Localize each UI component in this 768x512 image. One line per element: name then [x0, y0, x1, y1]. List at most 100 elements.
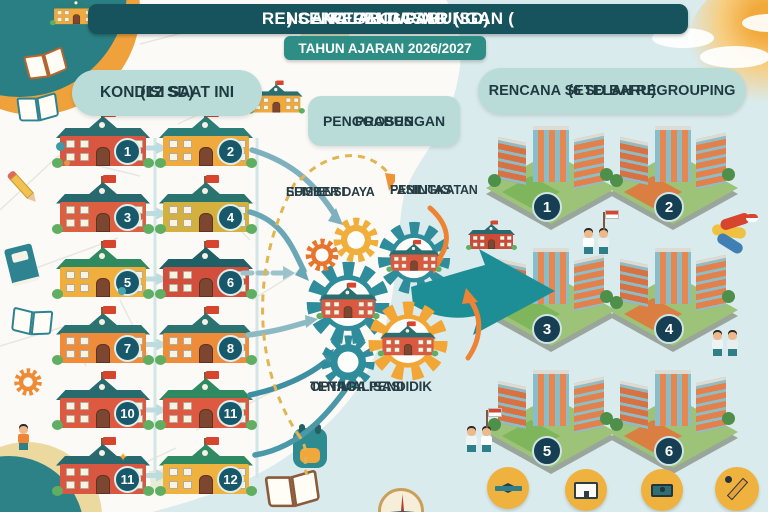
process-gear: [300, 255, 396, 351]
new-school-number-badge: 4: [654, 314, 684, 344]
school-number-badge: 1: [114, 138, 141, 165]
orange-accent-arrows: [400, 180, 520, 390]
new-school-illustration: 2: [608, 118, 738, 230]
gear-school-illustration: [316, 282, 380, 320]
process-gear: [362, 295, 454, 387]
after-regrouping-badge: RENCANA SETELAH REGROUPING (6 SD BARU): [478, 68, 746, 114]
decorative-school-icon: [466, 220, 517, 250]
main-title-banner: RENCANA PENGGABUNGAN (REGROUPING) SEKOLA…: [88, 4, 688, 34]
decorative-dot: [64, 160, 70, 166]
student-figure: [712, 330, 726, 356]
school-building-icon: [565, 469, 607, 511]
school-number-badge: 11: [114, 465, 141, 493]
process-gear: [330, 214, 382, 266]
new-school-illustration: 6: [608, 362, 738, 474]
graduation-cap-icon: [487, 467, 529, 509]
school-number-badge: 4: [217, 203, 244, 231]
sparkle-icon: ✦: [118, 450, 129, 464]
teachers-line1: OPTIMALISASI: [310, 379, 404, 394]
school-illustration: 11: [52, 436, 154, 496]
students-illustration: [712, 330, 752, 360]
facility-line1: PENINGKATAN: [390, 183, 478, 197]
new-school-number-badge: 2: [654, 192, 684, 222]
school-illustration: 5: [52, 239, 154, 299]
school-illustration: 2: [155, 108, 257, 168]
school-illustration: 11: [155, 370, 257, 430]
current-condition-badge: KONDISI SAAT INI (12 SD): [72, 70, 262, 116]
pencil-activity-icon: [715, 467, 759, 511]
process-gear: [317, 331, 379, 393]
student-figure: [18, 424, 32, 450]
gear-icon: [12, 366, 44, 398]
process-gear: [303, 236, 341, 274]
indonesia-flag-icon: [488, 408, 502, 417]
gear-school-illustration: [377, 321, 439, 357]
school-illustration: 6: [155, 239, 257, 299]
student-figure: [727, 330, 741, 356]
new-school-number-badge: 1: [532, 192, 562, 222]
school-number-badge: 6: [217, 269, 244, 296]
school-illustration: 7: [52, 305, 154, 365]
current-condition-subheading: (12 SD): [140, 84, 194, 102]
title-italic-text: REGROUPING: [328, 9, 448, 28]
school-number-badge: 8: [217, 334, 244, 362]
school-illustration: 10: [52, 370, 154, 430]
new-school-number-badge: 6: [654, 436, 684, 466]
school-illustration: 8: [155, 305, 257, 365]
students-illustration: [583, 210, 623, 254]
flag-pole: [486, 410, 488, 428]
student-figure: [583, 228, 597, 254]
cloud-icon: [742, 14, 768, 32]
gear-school-illustration: [386, 239, 442, 272]
classroom-icon: [641, 469, 683, 511]
new-school-number-badge: 5: [532, 436, 562, 466]
school-year-text: TAHUN AJARAN 2026/2027: [298, 40, 472, 56]
after-regrouping-subheading: (6 SD BARU): [568, 82, 656, 99]
cloud-icon: [700, 46, 768, 68]
student-figure: [481, 426, 495, 452]
efficiency-line1: EFISIENSI: [286, 185, 345, 199]
big-merge-arrow: [403, 243, 563, 347]
students-illustration: [18, 424, 43, 454]
school-illustration: 3: [52, 174, 154, 234]
process-heading-1: PROSES: [354, 112, 414, 129]
feeder-arrows: [225, 125, 395, 475]
school-number-badge: 7: [114, 334, 141, 362]
backpack-icon: [293, 424, 327, 468]
students-illustration: [466, 408, 506, 452]
school-number-badge: 3: [114, 203, 141, 231]
decorative-dot: [56, 142, 65, 151]
bird-mascot-icon: [706, 211, 760, 260]
school-number-badge: 10: [114, 400, 141, 427]
school-illustration: 1: [52, 108, 154, 168]
new-school-illustration: 5: [486, 362, 616, 474]
title-text: RENCANA PENGGABUNGAN (: [261, 9, 515, 28]
after-regrouping-heading: RENCANA SETELAH REGROUPING: [488, 82, 736, 99]
school-number-badge: 11: [217, 400, 244, 427]
efficiency-line2: SUMBER DAYA: [286, 185, 375, 199]
process-heading-2: PENGGABUNGAN: [322, 112, 446, 129]
decorative-dot: [118, 287, 126, 295]
new-school-number-badge: 3: [532, 314, 562, 344]
student-figure: [466, 426, 480, 452]
indonesia-flag-icon: [605, 210, 619, 219]
school-illustration: 12: [155, 436, 257, 496]
process-badge: PROSES PENGGABUNGAN: [308, 96, 460, 146]
facility-line2: FASILITAS: [390, 183, 452, 197]
flag-pole: [603, 212, 605, 230]
new-school-illustration: 1: [486, 118, 616, 230]
student-figure: [598, 228, 612, 254]
teachers-line2: TENAGA PENDIDIK: [310, 379, 432, 394]
decorative-school-icon: [49, 0, 103, 26]
current-condition-heading: KONDISI SAAT INI: [99, 84, 235, 102]
school-year-banner: TAHUN AJARAN 2026/2027: [284, 36, 486, 60]
new-school-illustration: 4: [608, 240, 738, 352]
title-text-2: ) SEKOLAH DASAR (SD): [286, 9, 490, 28]
school-number-badge: 12: [217, 465, 244, 493]
school-illustration: 4: [155, 174, 257, 234]
